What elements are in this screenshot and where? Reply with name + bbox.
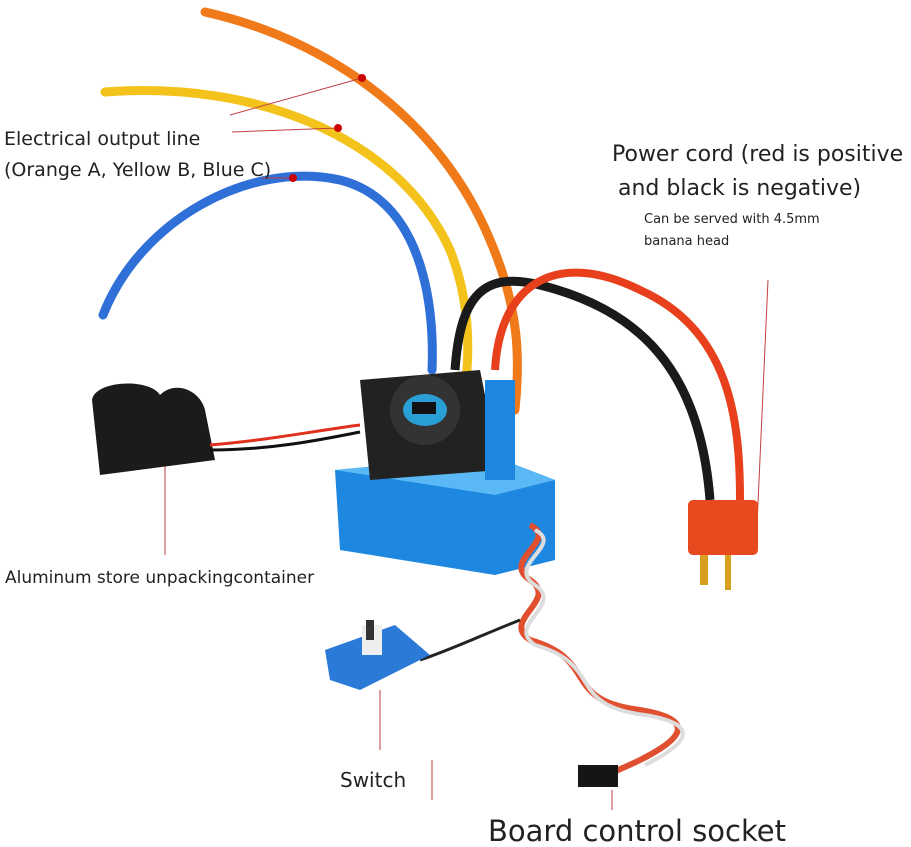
switch-box [325, 625, 430, 690]
output-line-colors: (Orange A, Yellow B, Blue C) [4, 159, 272, 181]
t-plug [688, 500, 758, 555]
output-line-title: Electrical output line [4, 128, 201, 150]
output-line-label: Electrical output line (Orange A, Yellow… [4, 124, 271, 186]
orange-wire [200, 7, 522, 415]
switch-label: Switch [340, 768, 407, 792]
power-cord-polarity: and black is negative) [618, 176, 862, 201]
yellow-wire [100, 86, 473, 395]
board-socket-label: Board control socket [488, 814, 786, 847]
power-note-line1: Can be served with 4.5mm [644, 212, 820, 227]
power-note-line2: banana head [644, 234, 730, 249]
aluminum-container-label: Aluminum store unpackingcontainer [5, 568, 315, 588]
blue-wire [98, 171, 437, 375]
servo-connector [578, 765, 618, 787]
capacitor-container [92, 383, 215, 475]
power-cord-label: Power cord (red is positive and black is… [612, 138, 903, 206]
esc-body [335, 370, 555, 575]
black-power-wire [450, 276, 715, 501]
power-cord-title: Power cord (red is positive [612, 142, 904, 167]
power-cord-note: Can be served with 4.5mm banana head [644, 209, 820, 253]
red-power-wire [491, 268, 744, 501]
